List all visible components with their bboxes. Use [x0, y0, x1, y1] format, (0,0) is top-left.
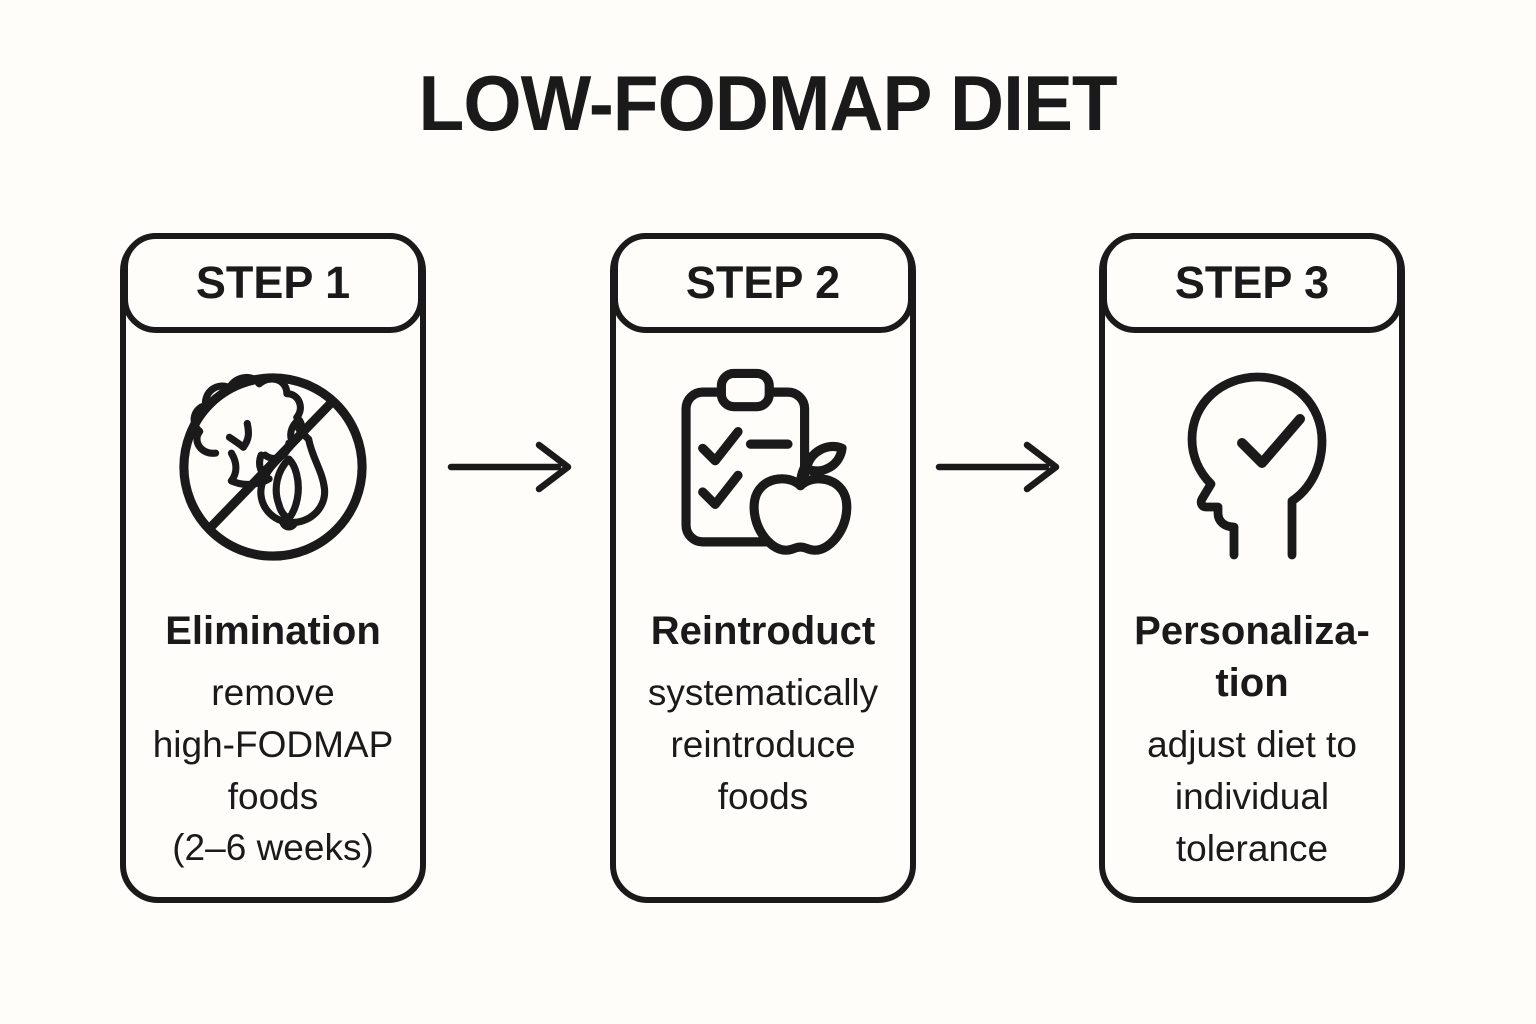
desc-line: foods	[227, 775, 319, 817]
step-1-card: STEP 1	[120, 233, 426, 903]
step-1-header: STEP 1	[122, 233, 424, 333]
head-check-icon	[1187, 372, 1327, 560]
desc-line: high-FODMAP	[152, 723, 394, 765]
no-high-fodmap-foods-icon	[179, 373, 367, 561]
desc-line: tolerance	[1175, 827, 1329, 869]
step-1-title: Elimination	[165, 609, 381, 653]
desc-line: foods	[717, 775, 809, 817]
right-arrow-icon	[934, 437, 1064, 502]
step-2-title: Reintroduct	[650, 609, 876, 653]
step-2-text: Reintroduct systematically reintroduce f…	[622, 605, 904, 822]
desc-line: individual	[1174, 775, 1330, 817]
right-arrow-icon	[446, 437, 576, 502]
step-2-header-label: STEP 2	[685, 257, 841, 308]
step-3-header-label: STEP 3	[1174, 257, 1330, 308]
step-3-icon-wrap	[1105, 351, 1399, 583]
desc-line: reintroduce	[670, 723, 856, 765]
step-1-text: Elimination remove high-FODMAP foods (2–…	[132, 605, 414, 874]
step-3-header: STEP 3	[1101, 233, 1403, 333]
step-3-description: adjust diet to individual tolerance	[1111, 719, 1393, 874]
step-1-header-label: STEP 1	[195, 257, 351, 308]
step-2-description: systematically reintroduce foods	[622, 667, 904, 822]
step-3-card: STEP 3 Personaliza- tion adjust diet to …	[1099, 233, 1405, 903]
checklist-apple-icon	[681, 368, 852, 555]
desc-line: remove	[211, 672, 335, 713]
page-title: LOW-FODMAP DIET	[0, 58, 1536, 149]
step-3-text: Personaliza- tion adjust diet to individ…	[1111, 605, 1393, 874]
page-title-text: LOW-FODMAP DIET	[418, 59, 1118, 147]
step-1-icon-wrap	[126, 351, 420, 583]
step-3-title: Personaliza- tion	[1134, 609, 1370, 705]
step-2-card: STEP 2 Reintroduct	[610, 233, 916, 903]
step-2-icon-wrap	[616, 351, 910, 583]
step-2-header: STEP 2	[612, 233, 914, 333]
desc-line: adjust diet to	[1147, 724, 1357, 765]
desc-line: (2–6 weeks)	[172, 827, 374, 869]
step-1-description: remove high-FODMAP foods (2–6 weeks)	[132, 667, 414, 874]
desc-line: systematically	[647, 672, 879, 713]
